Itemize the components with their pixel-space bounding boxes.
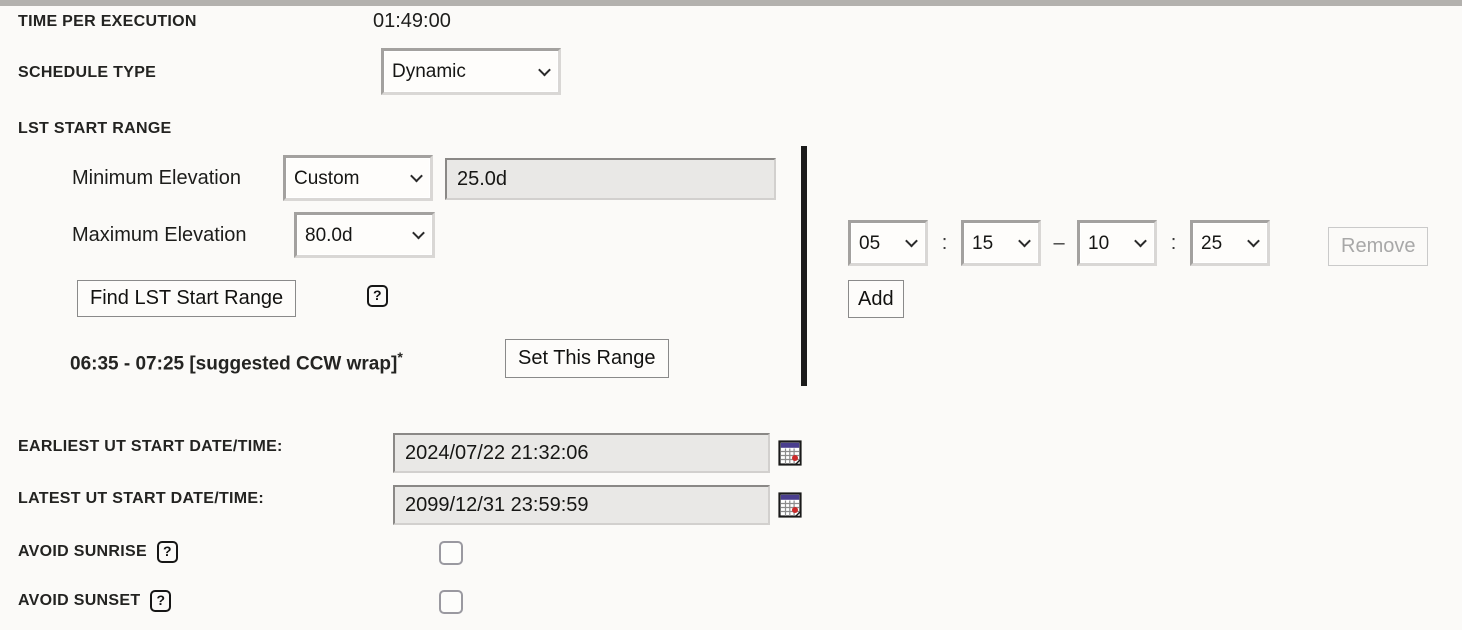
top-border [0, 0, 1462, 6]
avoid-sunrise-row: AVOID SUNRISE ? [18, 541, 178, 563]
calendar-icon[interactable] [778, 491, 803, 519]
avoid-sunset-row: AVOID SUNSET ? [18, 590, 171, 612]
set-this-range-button[interactable]: Set This Range [505, 339, 669, 378]
label-lst-start-range: LST START RANGE [18, 120, 172, 137]
latest-ut-start-input[interactable] [393, 485, 770, 525]
start-minute-select[interactable]: 15 [961, 220, 1041, 266]
end-hour-select[interactable]: 10 [1077, 220, 1157, 266]
calendar-icon[interactable] [778, 439, 803, 467]
label-avoid-sunset: AVOID SUNSET [18, 592, 141, 609]
value-time-per-execution: 01:49:00 [373, 10, 451, 32]
add-range-button[interactable]: Add [848, 280, 904, 318]
start-hour-select[interactable]: 05 [848, 220, 928, 266]
help-icon[interactable]: ? [367, 285, 388, 307]
label-schedule-type: SCHEDULE TYPE [18, 64, 157, 81]
remove-range-button[interactable]: Remove [1328, 227, 1429, 266]
time-separator-dash: – [1053, 231, 1065, 254]
minimum-elevation-input[interactable] [445, 158, 776, 200]
suggested-range-text: 06:35 - 07:25 [suggested CCW wrap]* [70, 349, 403, 375]
suggested-range-value: 06:35 - 07:25 [suggested CCW wrap] [70, 353, 398, 375]
end-minute-select[interactable]: 25 [1190, 220, 1270, 266]
help-icon[interactable]: ? [150, 590, 171, 612]
label-earliest-ut-start: EARLIEST UT START DATE/TIME: [18, 438, 283, 455]
section-divider [801, 146, 807, 386]
help-icon[interactable]: ? [156, 541, 178, 563]
maximum-elevation-select[interactable]: 80.0d [294, 212, 435, 258]
minimum-elevation-mode-select[interactable]: Custom [283, 155, 433, 201]
label-minimum-elevation: Minimum Elevation [72, 167, 241, 189]
time-separator-colon: : [1170, 231, 1177, 254]
avoid-sunset-checkbox[interactable] [439, 590, 463, 614]
schedule-type-select[interactable]: Dynamic [381, 48, 561, 95]
find-lst-start-range-button[interactable]: Find LST Start Range [77, 280, 297, 317]
label-latest-ut-start: LATEST UT START DATE/TIME: [18, 490, 264, 507]
label-time-per-execution: TIME PER EXECUTION [18, 13, 197, 30]
time-separator-colon: : [941, 231, 948, 254]
avoid-sunrise-checkbox[interactable] [439, 541, 463, 565]
earliest-ut-start-input[interactable] [393, 433, 770, 473]
label-avoid-sunrise: AVOID SUNRISE [18, 543, 147, 560]
label-maximum-elevation: Maximum Elevation [72, 224, 247, 246]
lst-range-row: 05 : 15 – 10 : 25 [848, 220, 1270, 266]
suggested-range-asterisk: * [397, 349, 403, 365]
